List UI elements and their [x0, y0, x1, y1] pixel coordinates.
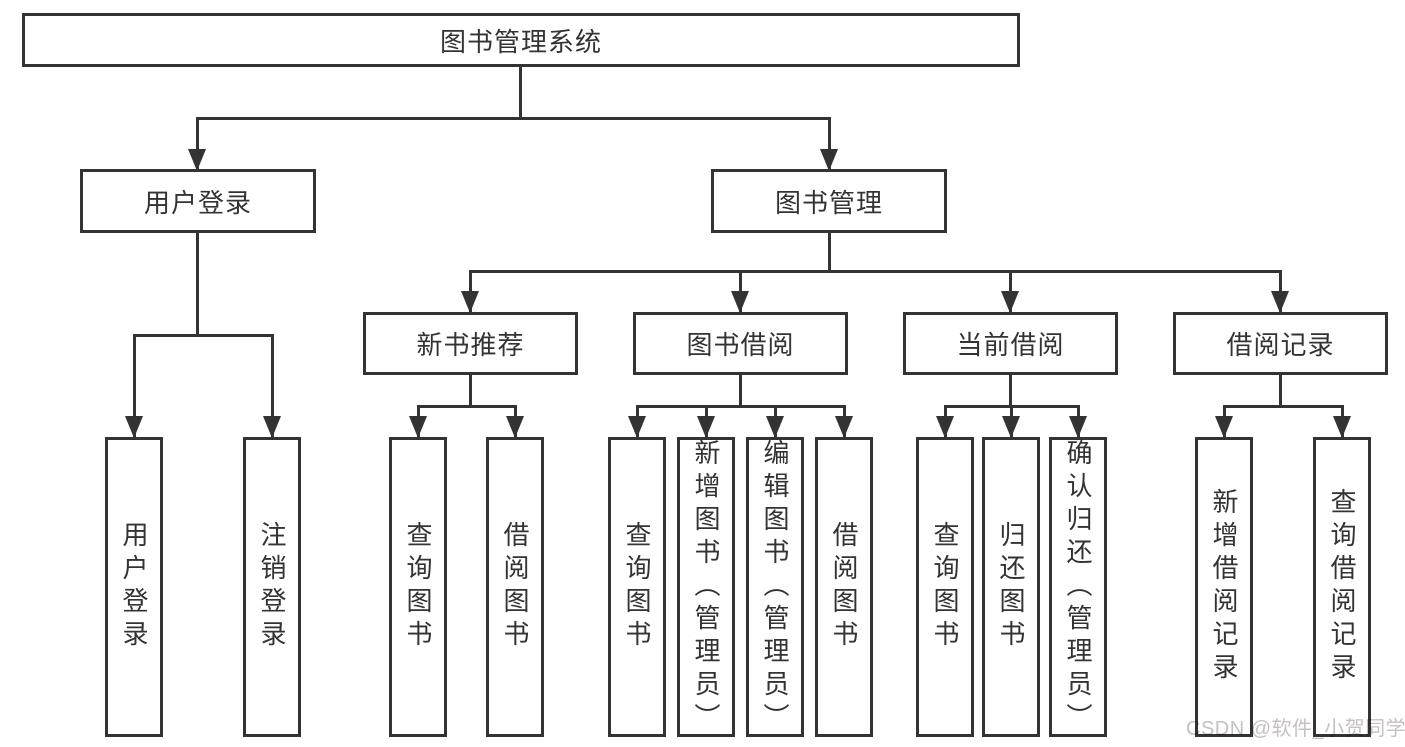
arrow-to-current-leaf2	[1002, 416, 1020, 438]
leaf-record-add: 新增借阅记录	[1195, 437, 1253, 737]
arrow-to-book-mgmt	[820, 149, 838, 171]
leaf-logout: 注销登录	[243, 437, 301, 737]
leaf-current-return-book: 归还图书	[982, 437, 1040, 737]
arrow-to-newbook-leaf1	[409, 416, 427, 438]
arrow-to-new-book	[461, 291, 479, 313]
leaf-borrow-query-book-label: 查询图书	[622, 521, 652, 653]
leaf-borrow-borrow-book: 借阅图书	[815, 437, 873, 737]
arrow-to-book-borrow	[731, 291, 749, 313]
leaf-current-return-book-label: 归还图书	[996, 521, 1026, 653]
arrow-to-borrow-leaf2	[697, 416, 715, 438]
leaf-rec-borrow-book-label: 借阅图书	[500, 521, 530, 653]
leaf-borrow-add-book-admin-label: 新增图书（管理员）	[691, 438, 721, 736]
arrow-to-current-borrow	[1001, 291, 1019, 313]
leaf-record-add-label: 新增借阅记录	[1209, 488, 1239, 686]
node-borrow-record: 借阅记录	[1173, 312, 1388, 375]
arrow-to-user-login	[188, 149, 206, 171]
arrow-to-record-leaf2	[1333, 416, 1351, 438]
arrow-to-current-leaf3	[1069, 416, 1087, 438]
connector-mgmt-stem	[828, 232, 831, 272]
leaf-record-query: 查询借阅记录	[1313, 437, 1371, 737]
connector-login-stem	[196, 232, 199, 336]
connector-current-stem	[1009, 374, 1012, 407]
arrow-to-borrow-leaf1	[628, 416, 646, 438]
node-root-system: 图书管理系统	[22, 13, 1020, 67]
node-user-login: 用户登录	[80, 169, 316, 233]
node-new-book-rec: 新书推荐	[363, 312, 578, 375]
leaf-user-login-label: 用户登录	[119, 521, 149, 653]
arrow-to-login-leaf2	[263, 416, 281, 438]
connector-drop-book-mgmt	[828, 117, 831, 170]
leaf-borrow-edit-book-admin: 编辑图书（管理员）	[746, 437, 804, 737]
arrow-to-record-leaf1	[1215, 416, 1233, 438]
leaf-user-login: 用户登录	[105, 437, 163, 737]
leaf-borrow-add-book-admin: 新增图书（管理员）	[677, 437, 735, 737]
leaf-rec-query-book: 查询图书	[389, 437, 447, 737]
arrow-to-borrow-leaf4	[835, 416, 853, 438]
connector-drop-login-leaf1	[133, 334, 136, 438]
leaf-record-query-label: 查询借阅记录	[1327, 488, 1357, 686]
leaf-current-query-book-label: 查询图书	[930, 521, 960, 653]
arrow-to-borrow-record	[1271, 291, 1289, 313]
connector-mgmt-crossbar	[469, 270, 1281, 273]
node-current-borrow: 当前借阅	[903, 312, 1118, 375]
leaf-current-confirm-return-admin: 确认归还（管理员）	[1049, 437, 1107, 737]
node-book-mgmt: 图书管理	[711, 169, 947, 233]
arrow-to-login-leaf1	[125, 416, 143, 438]
leaf-current-query-book: 查询图书	[916, 437, 974, 737]
leaf-borrow-borrow-book-label: 借阅图书	[829, 521, 859, 653]
connector-borrow-crossbar	[636, 405, 845, 408]
arrow-to-borrow-leaf3	[766, 416, 784, 438]
leaf-borrow-query-book: 查询图书	[608, 437, 666, 737]
connector-newbook-stem	[469, 374, 472, 407]
connector-root-crossbar	[196, 117, 830, 120]
leaf-logout-label: 注销登录	[257, 521, 287, 653]
connector-record-stem	[1279, 374, 1282, 407]
connector-drop-login-leaf2	[271, 334, 274, 438]
connector-newbook-crossbar	[417, 405, 516, 408]
connector-login-crossbar	[133, 334, 273, 337]
csdn-watermark: CSDN @软件_小贺同学	[1186, 718, 1405, 740]
leaf-current-confirm-return-admin-label: 确认归还（管理员）	[1063, 438, 1093, 736]
leaf-rec-query-book-label: 查询图书	[403, 521, 433, 653]
arrow-to-newbook-leaf2	[506, 416, 524, 438]
connector-borrow-stem	[739, 374, 742, 407]
leaf-rec-borrow-book: 借阅图书	[486, 437, 544, 737]
connector-drop-user-login	[196, 117, 199, 170]
connector-root-stem	[519, 67, 522, 118]
arrow-to-current-leaf1	[936, 416, 954, 438]
connector-record-crossbar	[1223, 405, 1343, 408]
leaf-borrow-edit-book-admin-label: 编辑图书（管理员）	[760, 438, 790, 736]
node-book-borrow: 图书借阅	[633, 312, 848, 375]
